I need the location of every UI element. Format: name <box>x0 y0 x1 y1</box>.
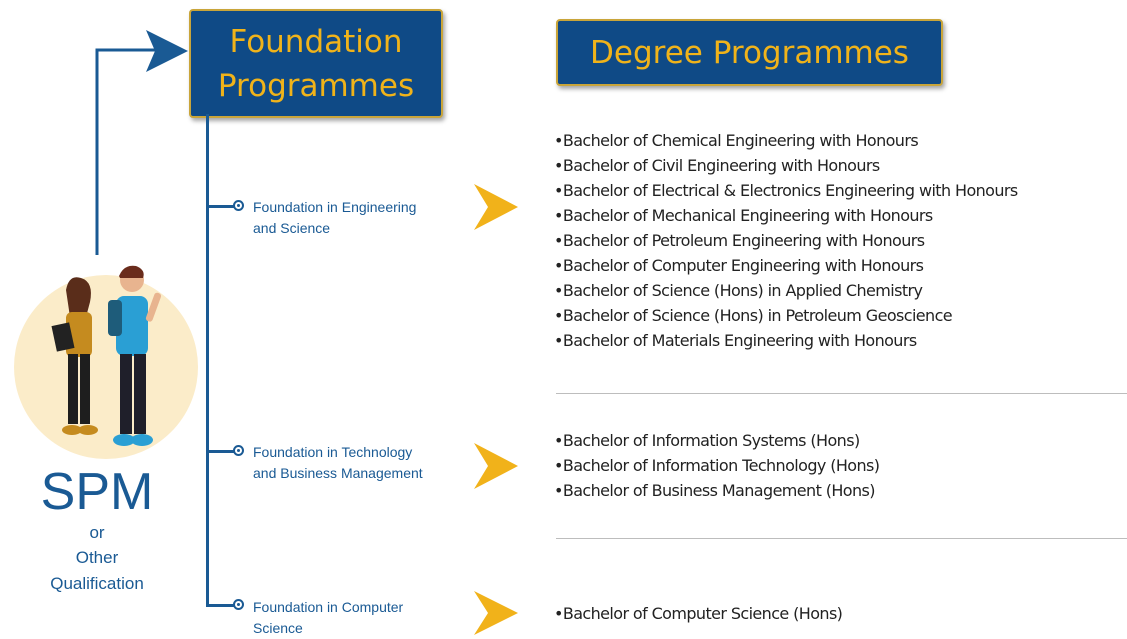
radio-bullet-icon <box>233 200 244 211</box>
branch-line-2 <box>206 450 234 453</box>
students-illustration <box>14 265 198 459</box>
degree-item: Bachelor of Information Technology (Hons… <box>554 453 880 478</box>
foundation-programmes-box: Foundation Programmes <box>189 9 443 118</box>
branch-line-3 <box>206 604 234 607</box>
foundation-label-line2: Science <box>253 620 303 636</box>
degree-item: Bachelor of Science (Hons) in Applied Ch… <box>554 278 1018 303</box>
degree-item: Bachelor of Science (Hons) in Petroleum … <box>554 303 1018 328</box>
degree-item: Bachelor of Computer Engineering with Ho… <box>554 253 1018 278</box>
spm-other: Other <box>75 548 119 567</box>
spm-qualification: Qualification <box>50 574 144 593</box>
degree-list-engineering: Bachelor of Chemical Engineering with Ho… <box>554 128 1018 353</box>
degree-list-computer-science: Bachelor of Computer Science (Hons) <box>554 601 843 626</box>
degree-item: Bachelor of Chemical Engineering with Ho… <box>554 128 1018 153</box>
degree-item: Bachelor of Electrical & Electronics Eng… <box>554 178 1018 203</box>
foundation-header-line2: Programmes <box>217 67 415 104</box>
radio-bullet-icon <box>233 599 244 610</box>
divider <box>556 393 1127 394</box>
chevron-right-icon <box>474 591 518 635</box>
chevron-right-icon <box>474 443 518 489</box>
chevron-right-icon <box>474 184 518 230</box>
foundation-label-line1: Foundation in Computer <box>253 599 404 615</box>
foundation-label-line2: and Business Management <box>253 465 423 481</box>
spm-connector: or <box>89 523 105 542</box>
arrow-right-icon <box>146 30 188 72</box>
degree-header-label: Degree Programmes <box>590 34 909 71</box>
foundation-header-line1: Foundation <box>229 23 403 60</box>
divider <box>556 538 1127 539</box>
foundation-item-technology: Foundation in Technology and Business Ma… <box>253 442 423 484</box>
foundation-item-computer-science: Foundation in Computer Science <box>253 597 403 639</box>
radio-bullet-icon <box>233 445 244 456</box>
degree-item: Bachelor of Computer Science (Hons) <box>554 601 843 626</box>
entry-arrow-line <box>95 48 160 255</box>
foundation-label-line2: and Science <box>253 220 331 236</box>
foundation-label-line1: Foundation in Engineering <box>253 199 417 215</box>
degree-item: Bachelor of Civil Engineering with Honou… <box>554 153 1018 178</box>
degree-item: Bachelor of Information Systems (Hons) <box>554 428 879 453</box>
foundation-label-line1: Foundation in Technology <box>253 444 413 460</box>
foundation-item-engineering: Foundation in Engineering and Science <box>253 197 416 239</box>
spm-title: SPM <box>40 463 154 521</box>
degree-item: Bachelor of Business Management (Hons) <box>554 478 879 503</box>
degree-programmes-box: Degree Programmes <box>556 19 943 86</box>
foundation-trunk-line <box>206 114 209 607</box>
degree-list-technology: Bachelor of Information Systems (Hons)Ba… <box>554 428 880 503</box>
degree-item: Bachelor of Materials Engineering with H… <box>554 328 1018 353</box>
branch-line-1 <box>206 205 234 208</box>
entry-arrow <box>95 30 188 255</box>
degree-item: Bachelor of Petroleum Engineering with H… <box>554 228 1018 253</box>
degree-item: Bachelor of Mechanical Engineering with … <box>554 203 1018 228</box>
